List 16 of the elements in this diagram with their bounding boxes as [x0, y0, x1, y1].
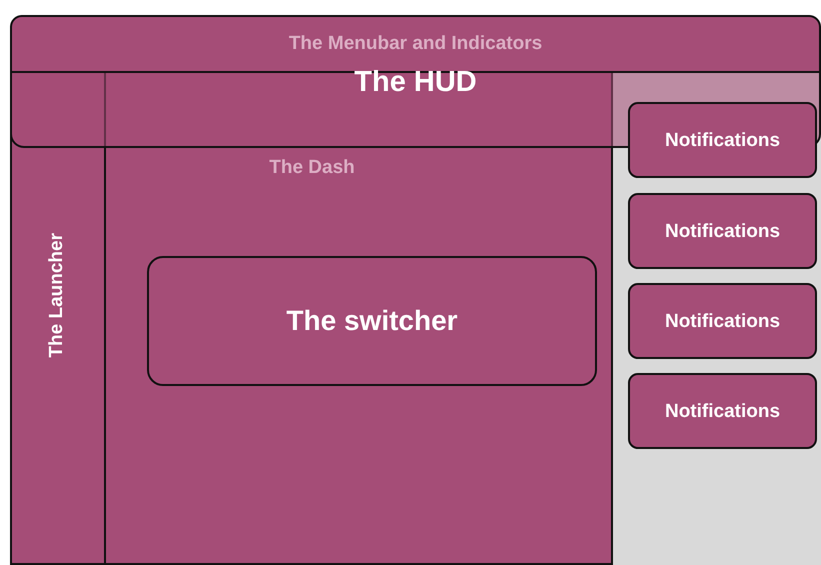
region-label: The switcher [285, 305, 459, 337]
region-label: Notifications [664, 130, 782, 152]
region-label: The Menubar and Indicators [288, 33, 544, 55]
notification-box [628, 193, 817, 269]
region-label: The HUD [353, 66, 478, 99]
launcher-bar [10, 71, 106, 565]
notification-box [628, 283, 817, 359]
region-label: Notifications [664, 311, 782, 333]
region-label: The Dash [268, 157, 356, 179]
notification-box [628, 102, 817, 178]
region-label: The Launcher [46, 233, 68, 358]
region-label: Notifications [664, 401, 782, 423]
region-label: Notifications [664, 221, 782, 243]
dash-panel [104, 71, 613, 565]
notification-box [628, 373, 817, 449]
switcher-box [147, 256, 597, 386]
